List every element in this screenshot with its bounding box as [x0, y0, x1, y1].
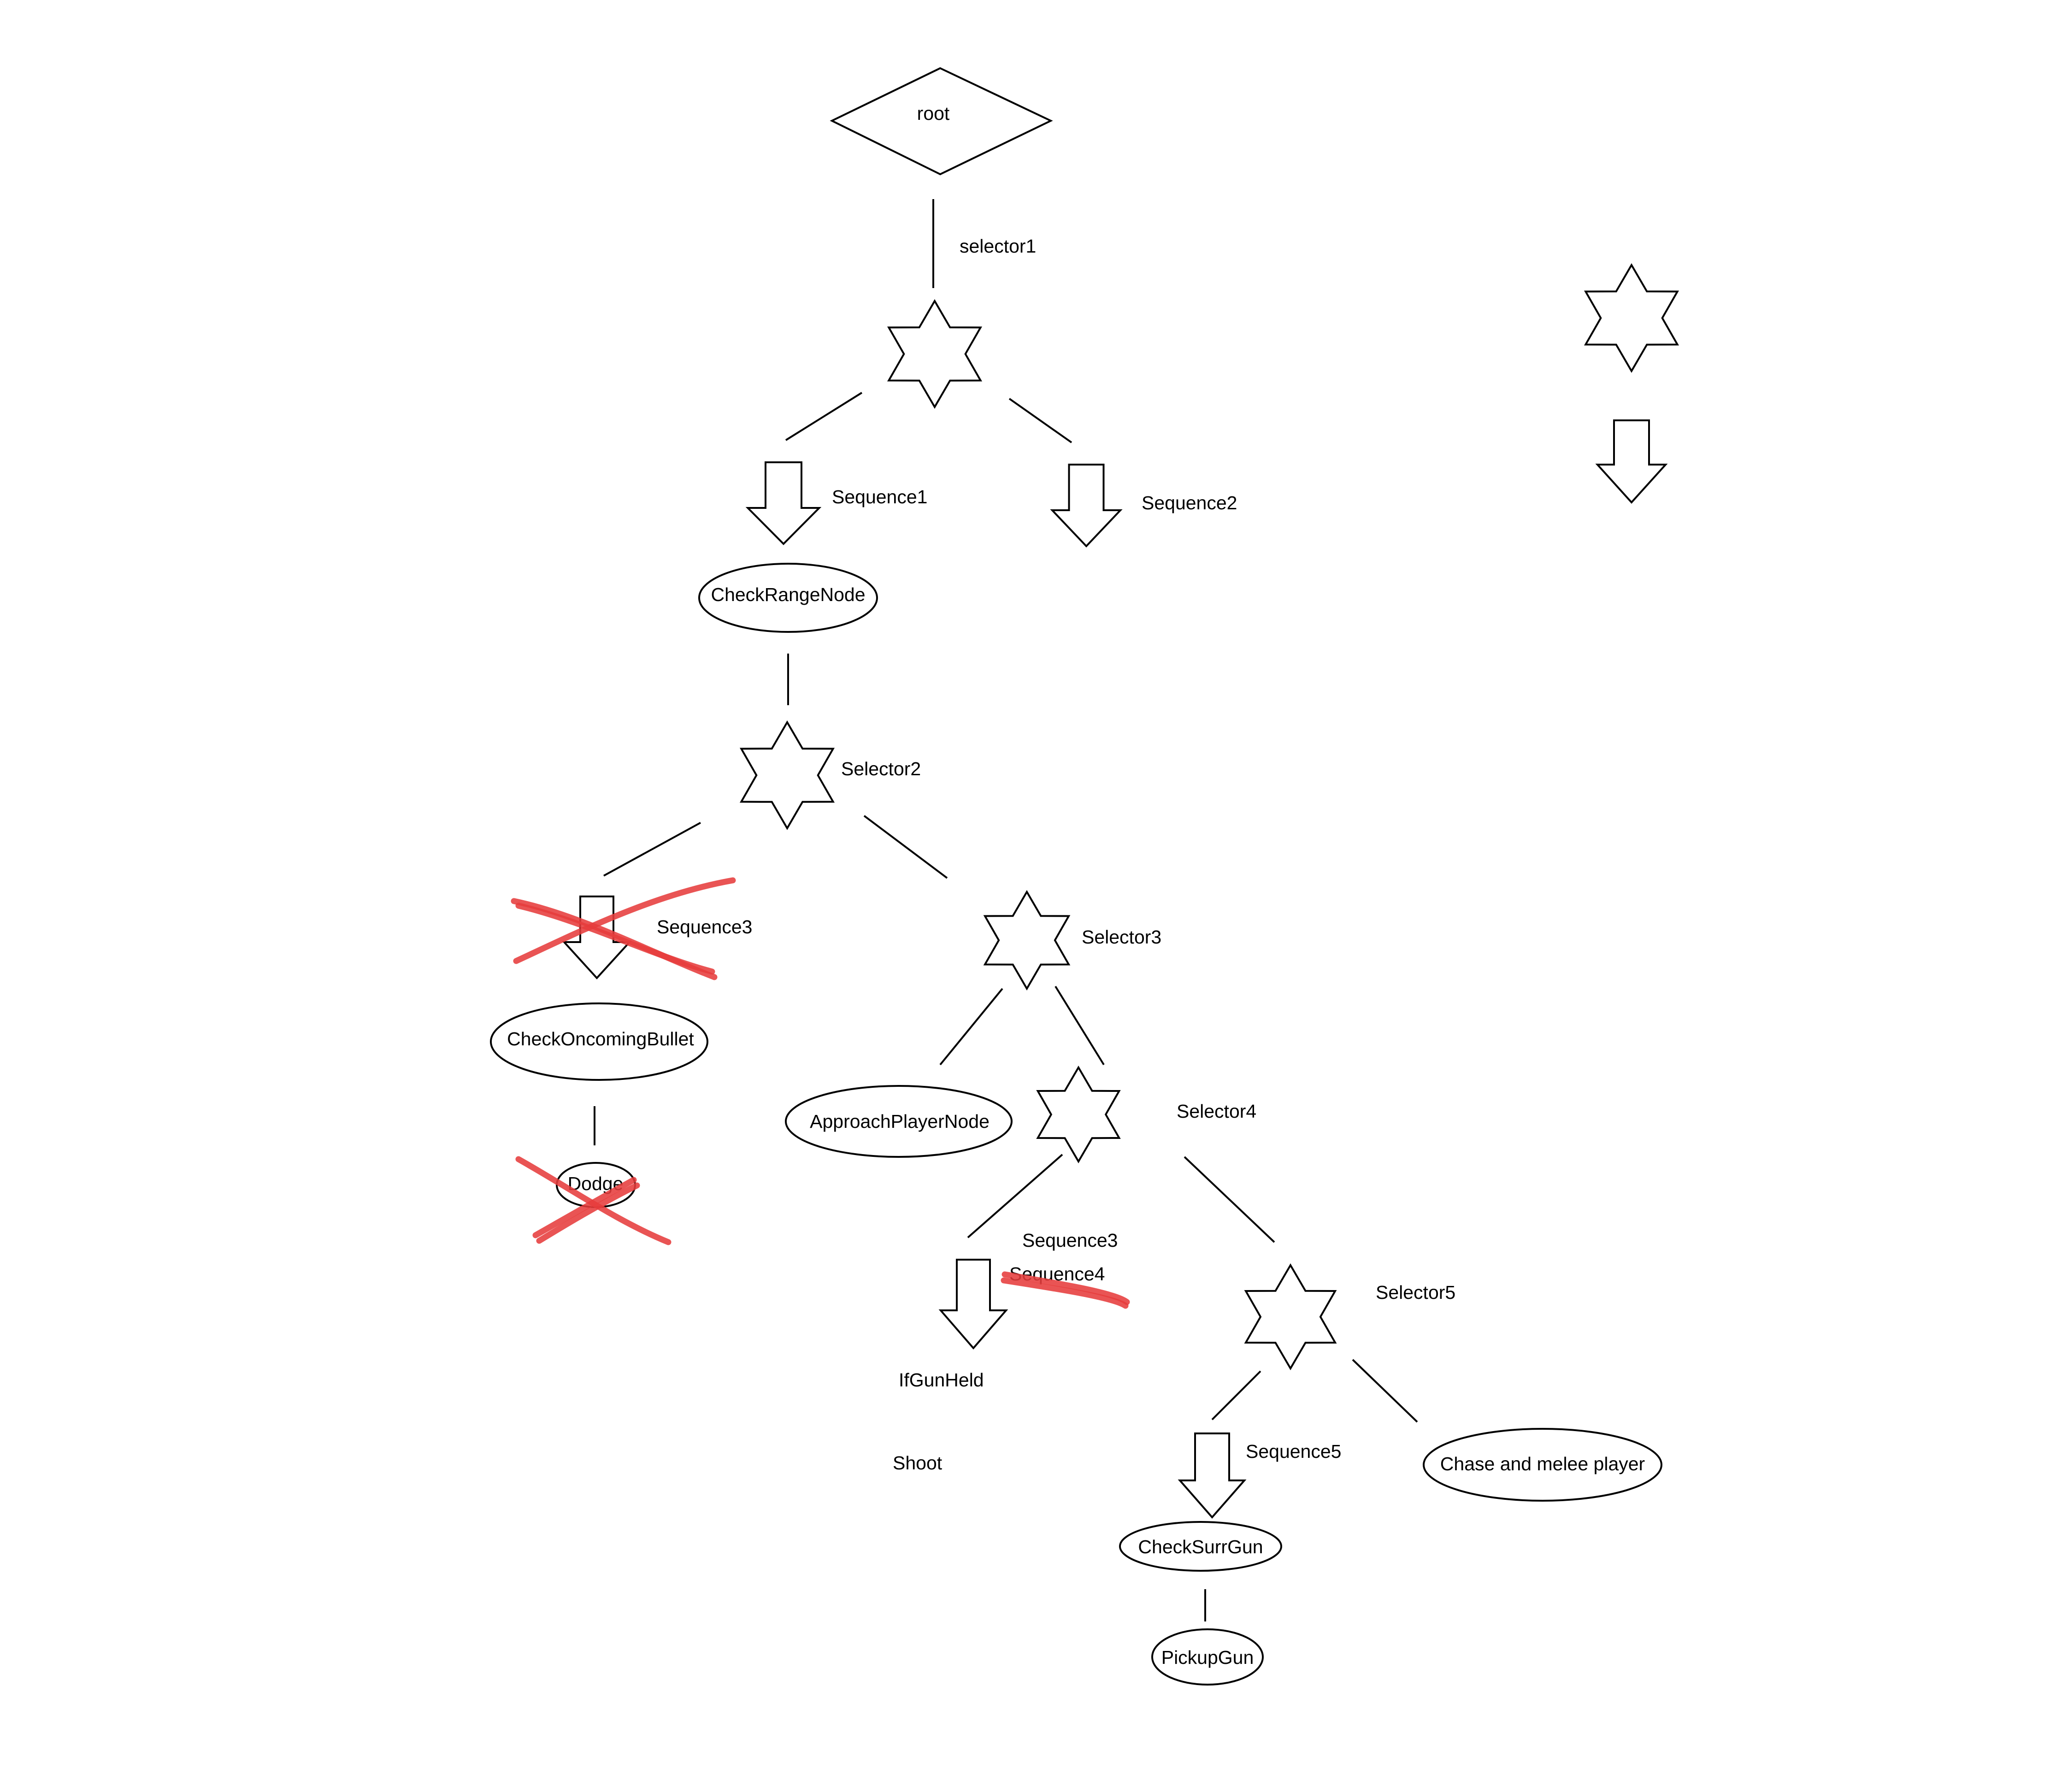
selector1-label: selector1	[960, 236, 1036, 257]
sequence3-struck-label: Sequence3	[657, 916, 752, 937]
sequence5-label: Sequence5	[1246, 1441, 1341, 1462]
approach-player-label: ApproachPlayerNode	[810, 1111, 990, 1132]
sequence1-arrow-icon	[745, 461, 822, 545]
sequence3-arrow-icon	[938, 1259, 1008, 1350]
selector2-label: Selector2	[841, 758, 921, 779]
sequence2-label: Sequence2	[1142, 492, 1237, 513]
strike-sequence4-b	[1001, 1277, 1129, 1309]
if-gun-held-label: IfGunHeld	[899, 1369, 984, 1391]
edge-selector4-sequence3	[967, 1154, 1063, 1238]
selector4-star-icon	[1036, 1066, 1121, 1163]
edge-selector1-sequence1	[785, 392, 863, 441]
edge-selector3-selector4	[1054, 985, 1105, 1066]
root-label: root	[917, 103, 950, 124]
edge-selector5-chase	[1352, 1359, 1418, 1423]
strike-sequence3-b	[513, 877, 736, 964]
strike-dodge-b	[532, 1177, 637, 1238]
approach-player-node	[785, 1085, 1013, 1158]
selector3-star-icon	[983, 890, 1071, 990]
check-range-label: CheckRangeNode	[711, 584, 865, 605]
edge-selector2-selector3	[863, 815, 948, 879]
check-range-node	[698, 563, 878, 633]
selector5-label: Selector5	[1376, 1282, 1455, 1303]
shoot-label: Shoot	[893, 1452, 943, 1474]
check-oncoming-bullet-node	[490, 1002, 708, 1081]
edge-selector4-selector5	[1184, 1156, 1275, 1243]
check-oncoming-bullet-label: CheckOncomingBullet	[507, 1028, 694, 1049]
sequence2-arrow-icon	[1050, 464, 1123, 548]
selector3-label: Selector3	[1082, 926, 1161, 948]
selector1-star-icon	[887, 299, 983, 409]
selector2-star-icon	[739, 720, 835, 830]
edge-selector1-sequence2	[1008, 398, 1072, 443]
legend-selector-star-icon	[1584, 263, 1679, 373]
edge-selector2-sequence3	[603, 822, 701, 877]
tree-edges	[594, 199, 1418, 1621]
sequence1-label: Sequence1	[832, 486, 927, 507]
sequence5-arrow-icon	[1178, 1432, 1247, 1519]
check-surr-gun-label: CheckSurrGun	[1138, 1536, 1263, 1557]
sequence3-label: Sequence3	[1022, 1230, 1118, 1251]
chase-melee-node	[1423, 1428, 1662, 1502]
edge-selector3-approach	[939, 988, 1003, 1066]
root-node: root	[830, 67, 1053, 176]
check-surr-gun-node	[1119, 1521, 1282, 1572]
selector5-star-icon	[1244, 1263, 1337, 1370]
strike-sequence4-a	[1001, 1271, 1130, 1305]
strike-sequence3-c	[515, 902, 715, 975]
tree-nodes: root selector1 Sequence1 Sequence2 Check…	[490, 67, 1679, 1686]
pickup-gun-label: PickupGun	[1161, 1647, 1254, 1668]
selector4-label: Selector4	[1177, 1101, 1256, 1122]
root-diamond-shape	[830, 67, 1053, 176]
legend-sequence-arrow-icon	[1595, 419, 1668, 504]
strike-dodge-c	[536, 1182, 640, 1244]
edge-selector5-sequence5	[1211, 1370, 1261, 1421]
strikethrough-annotations	[511, 877, 1130, 1309]
pickup-gun-node	[1151, 1628, 1264, 1686]
chase-melee-label: Chase and melee player	[1440, 1453, 1645, 1474]
